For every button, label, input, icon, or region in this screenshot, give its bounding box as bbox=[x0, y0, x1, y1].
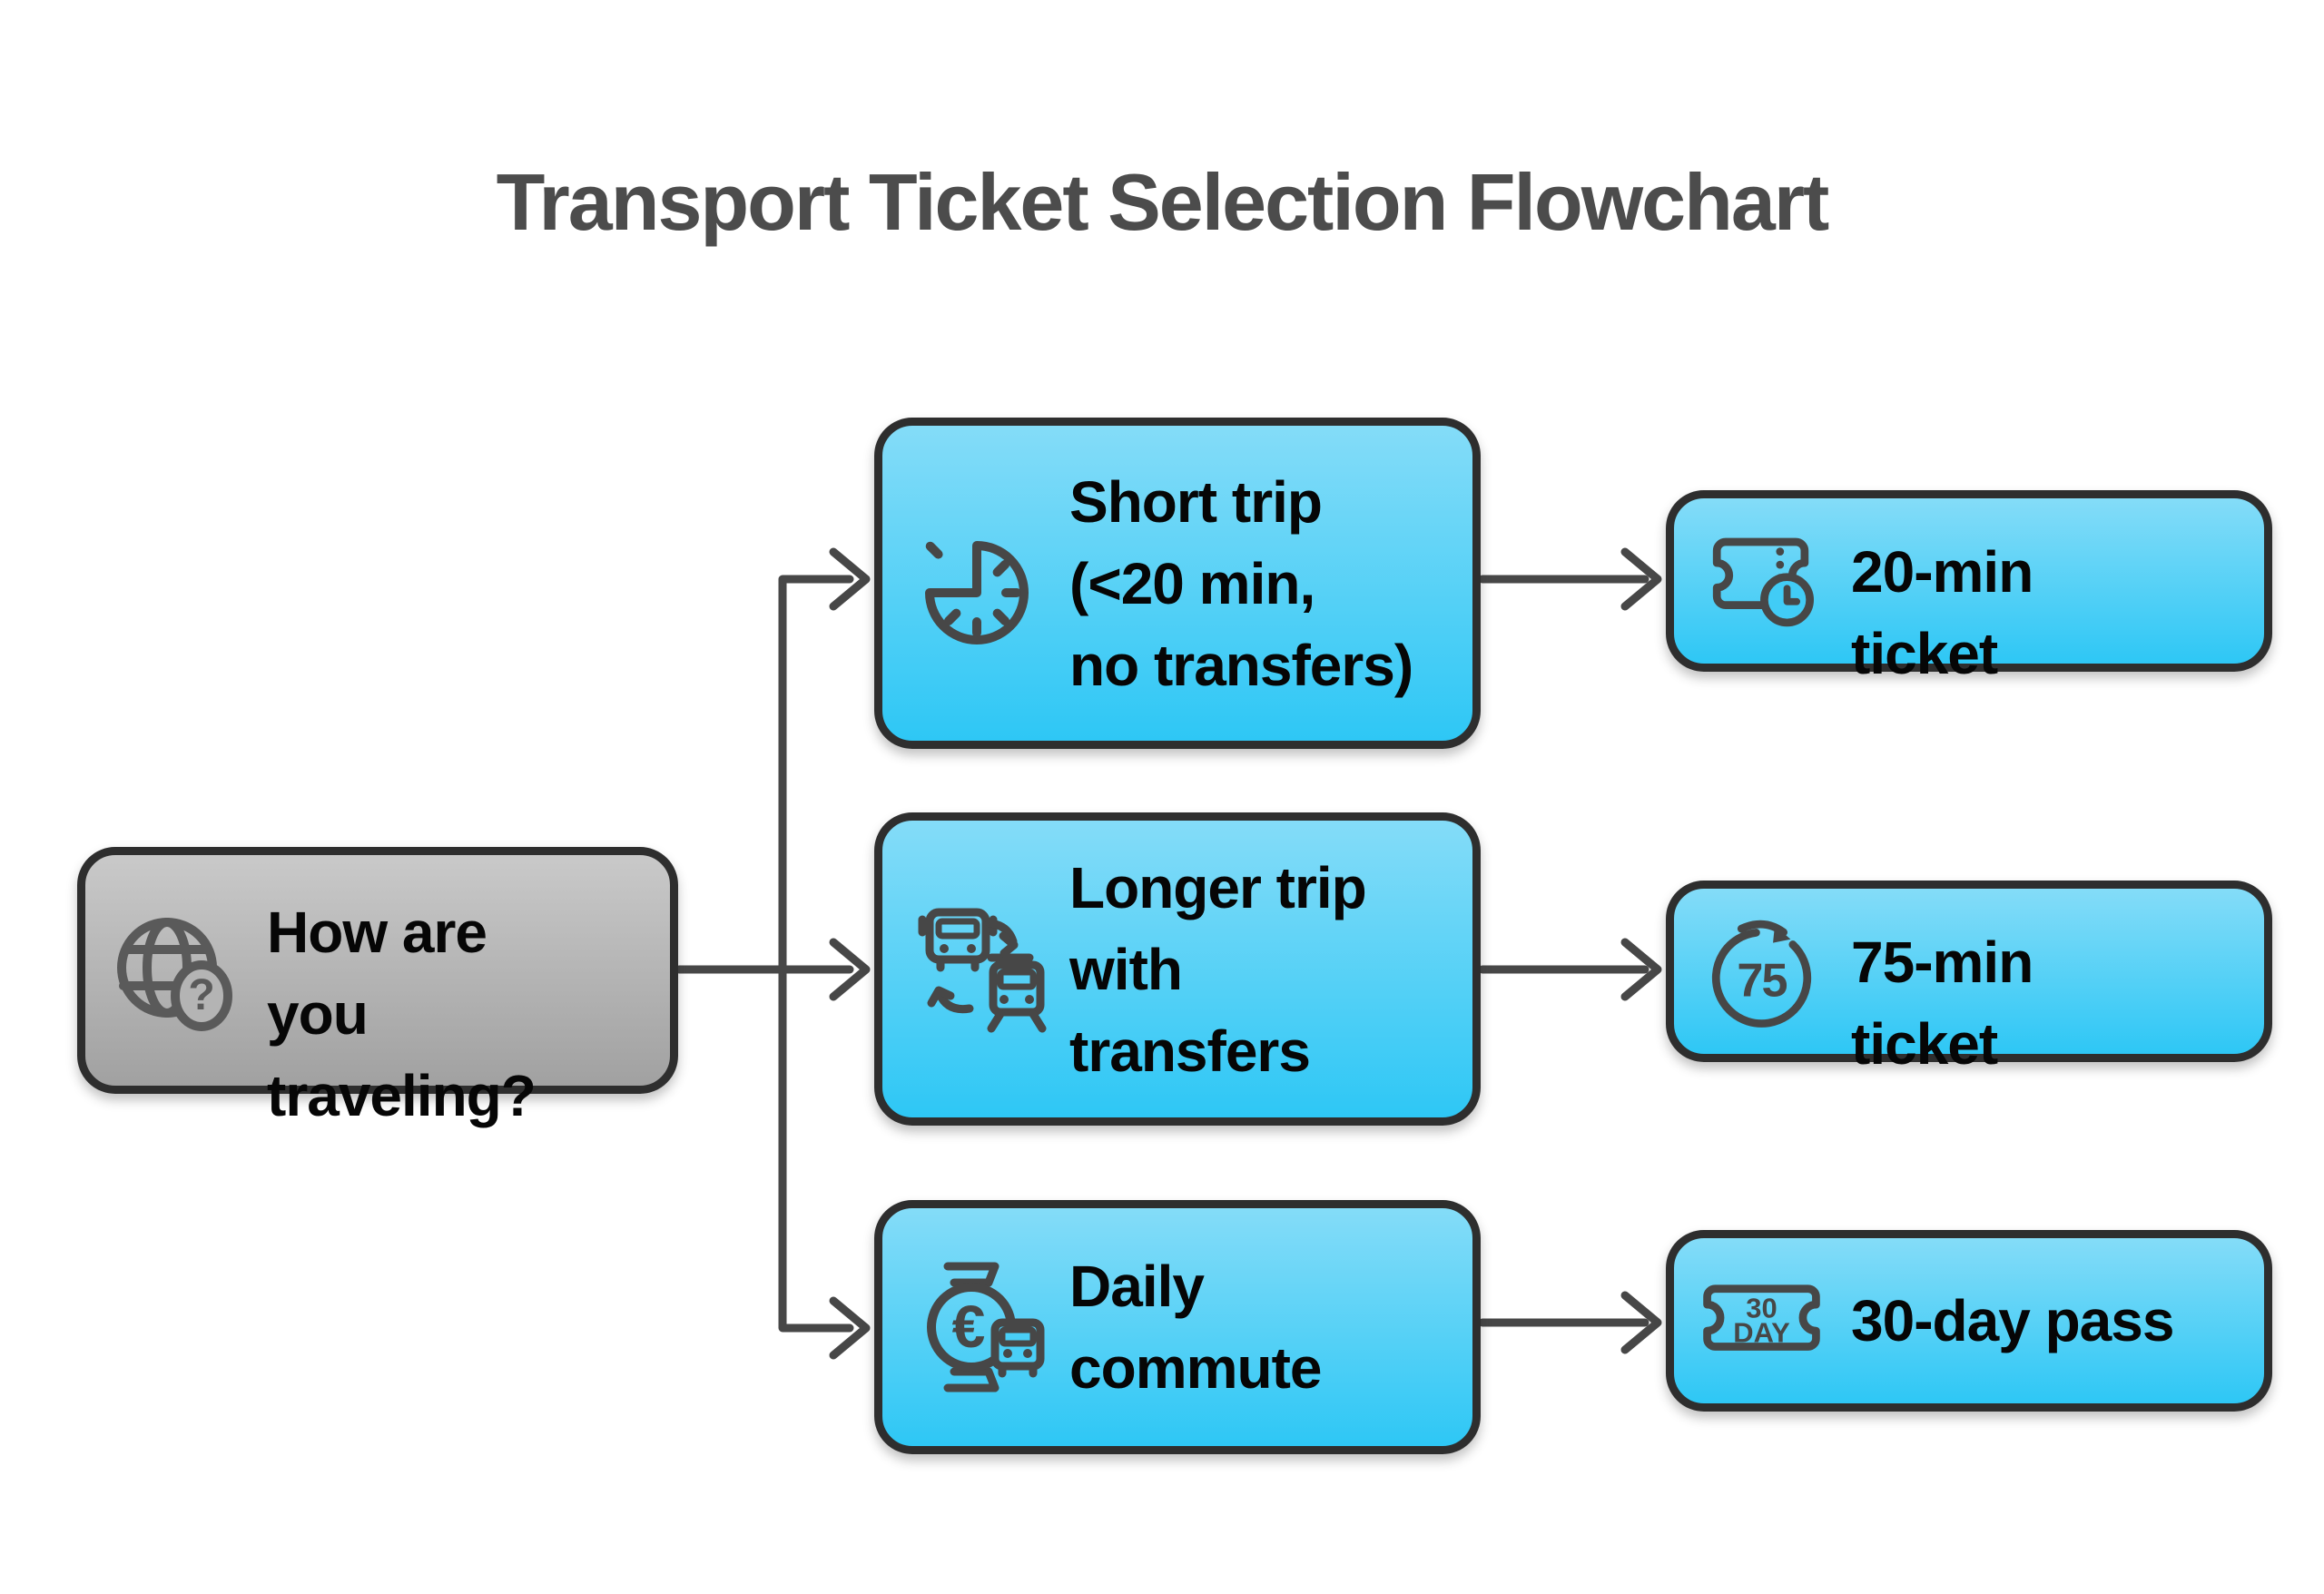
condition-node-label: Short trip (<20 min, no transfers) bbox=[1069, 468, 1413, 698]
ticket-clock-icon bbox=[1712, 537, 1815, 626]
arrowhead-short-trip bbox=[829, 547, 871, 611]
result-node-20-min-ticket: 20-min ticket bbox=[1666, 490, 2272, 686]
loop-arrowhead bbox=[1773, 924, 1791, 943]
edge-branch-trunk bbox=[778, 575, 854, 1333]
euro-glyph: € bbox=[952, 1293, 986, 1360]
thirty-day-ticket-icon: 30 DAY bbox=[1703, 1284, 1820, 1351]
condition-node-longer-trip: Longer trip with transfers bbox=[874, 812, 1481, 1126]
condition-node-daily-commute: € Daily commute bbox=[874, 1200, 1481, 1454]
result-node-30-day-pass: 30 DAY 30-day pass bbox=[1666, 1230, 2272, 1412]
result-node-75-min-ticket: 75 75-min ticket bbox=[1666, 881, 2272, 1077]
pass-day-word-glyph: DAY bbox=[1733, 1316, 1790, 1348]
bus-tram-transfer-icon bbox=[918, 908, 1047, 1032]
watch-euro-bus-icon: € bbox=[927, 1262, 1045, 1392]
pass-days-glyph: 30 bbox=[1746, 1292, 1777, 1323]
condition-node-label: Daily commute bbox=[1069, 1254, 1322, 1401]
decision-node-label: How are you traveling? bbox=[267, 900, 537, 1128]
arrowhead-30day bbox=[1620, 1291, 1662, 1354]
globe-question-icon: ? bbox=[117, 918, 232, 1031]
page-title: Transport Ticket Selection Flowchart bbox=[496, 157, 1830, 247]
question-mark-glyph: ? bbox=[188, 971, 214, 1019]
condition-node-label: Longer trip with transfers bbox=[1069, 854, 1367, 1084]
arrowhead-20min bbox=[1620, 547, 1662, 611]
result-node-label: 75-min ticket bbox=[1851, 930, 2034, 1077]
result-node-label: 20-min ticket bbox=[1851, 539, 2034, 686]
arrowhead-longer-trip bbox=[829, 938, 871, 1001]
arrowhead-daily-commute bbox=[829, 1296, 871, 1360]
condition-node-short-trip: Short trip (<20 min, no transfers) bbox=[874, 418, 1481, 749]
decision-node-how-traveling: ? How are you traveling? bbox=[77, 847, 678, 1128]
arrowhead-75min bbox=[1620, 938, 1662, 1001]
timer-icon bbox=[925, 540, 1029, 644]
loop-value-glyph: 75 bbox=[1737, 954, 1787, 1007]
result-node-label: 30-day pass bbox=[1851, 1288, 2174, 1353]
seventy-five-loop-icon: 75 bbox=[1711, 920, 1812, 1028]
